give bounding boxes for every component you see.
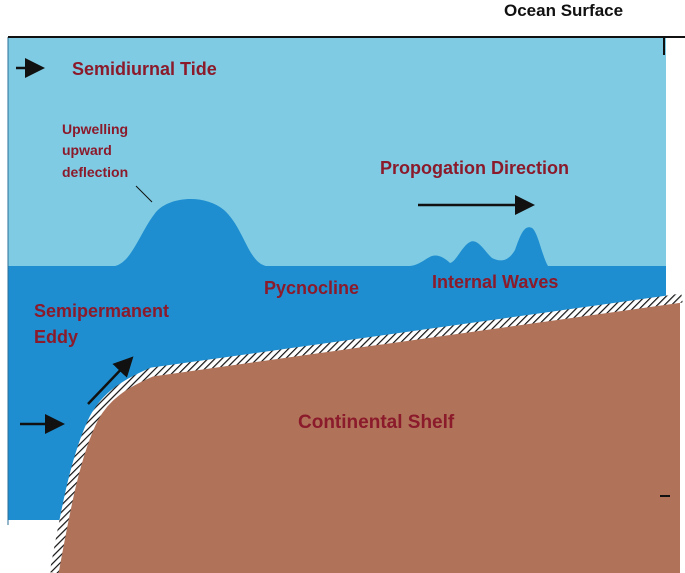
eddy-label-2: Eddy [34, 327, 78, 347]
upwelling-pointer [135, 185, 153, 203]
upwelling-label-1: Upwelling [62, 121, 128, 137]
ocean-surface-label: Ocean Surface [504, 1, 623, 20]
upper-water-layer [8, 37, 666, 269]
continental-shelf-label: Continental Shelf [298, 412, 455, 433]
semidiurnal-tide-label: Semidiurnal Tide [72, 59, 217, 79]
pycnocline-label: Pycnocline [264, 278, 359, 298]
internal-waves-label: Internal Waves [432, 272, 558, 292]
shelf-edge-hatching [49, 293, 683, 573]
upwelling-label-2: upward [62, 142, 112, 158]
upwelling-arrow [87, 356, 134, 405]
propagation-direction-label: Propogation Direction [380, 158, 569, 178]
eddy-label-1: Semipermanent [34, 301, 169, 321]
upwelling-label-3: deflection [62, 164, 128, 180]
